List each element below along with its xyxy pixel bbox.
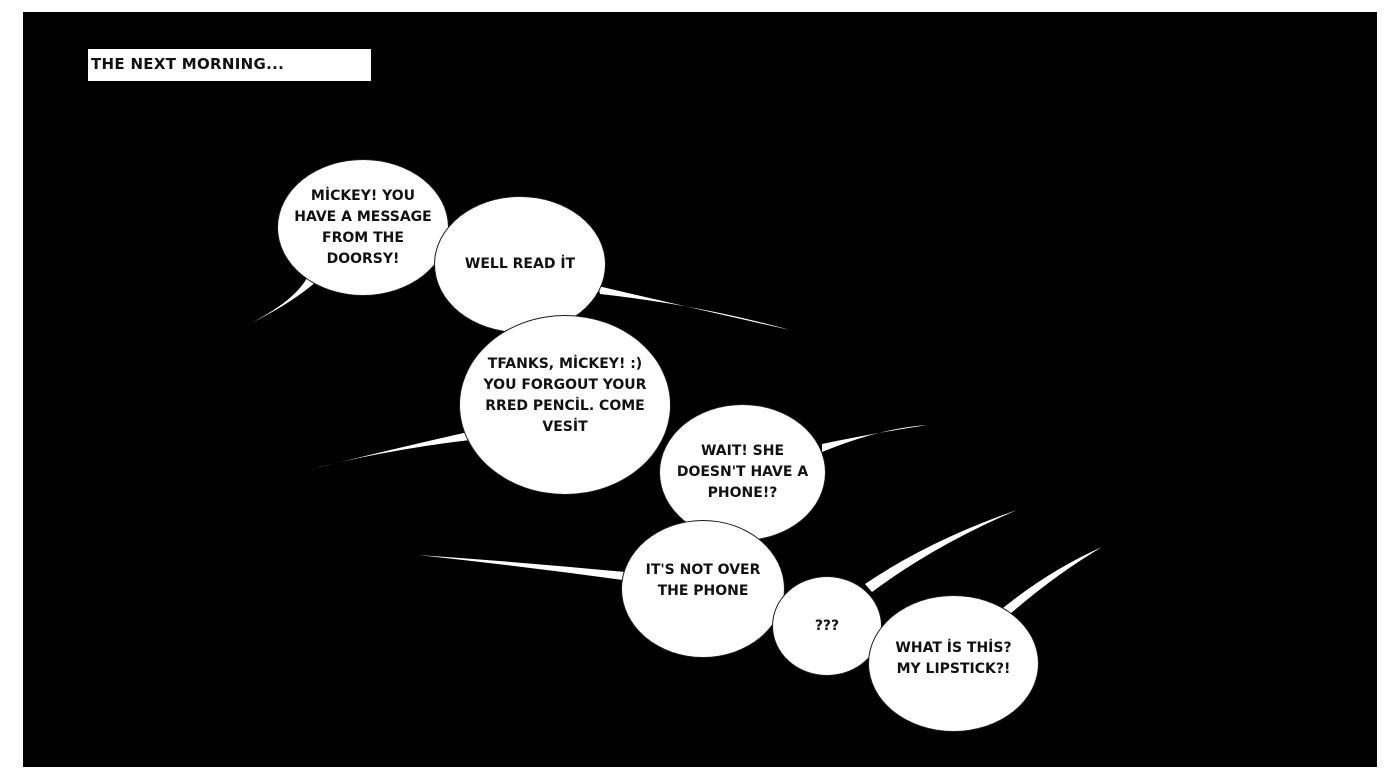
bubble-3-text: TFANKS, MİCKEY! :) YOU FORGOUT YOUR RRED… [483,356,647,435]
bubble-tail-4 [822,425,928,452]
bubble-tail-3 [308,432,470,470]
speech-bubble-7: WHAT İS THİS? MY LIPSTICK?! [869,596,1038,731]
bubble-tail-6 [865,510,1017,592]
bubble-1-text: MİCKEY! YOU HAVE A MESSAGE FROM THE DOOR… [294,187,432,267]
bubble-5-text: IT'S NOT OVER THE PHONE [645,562,761,599]
bubble-7-text: WHAT İS THİS? MY LIPSTICK?! [895,639,1012,677]
speech-bubble-6: ??? [773,577,881,675]
bubble-tail-2 [598,286,790,330]
speech-bubble-5: IT'S NOT OVER THE PHONE [622,521,784,657]
speech-bubble-1: MİCKEY! YOU HAVE A MESSAGE FROM THE DOOR… [278,160,448,295]
bubble-tail-7 [1003,547,1102,614]
bubble-6-text: ??? [814,617,840,634]
narration-caption-box: THE NEXT MORNING... [88,49,371,81]
bubble-tail-1 [243,276,318,327]
bubble-4-text: WAIT! SHE DOESN'T HAVE A PHONE!? [676,443,809,501]
speech-bubble-2: WELL READ İT [435,197,605,332]
bubble-2-text: WELL READ İT [464,256,576,272]
caption-text: THE NEXT MORNING... [91,55,285,73]
speech-bubble-4: WAIT! SHE DOESN'T HAVE A PHONE!? [660,405,825,540]
bubble-tail-5 [418,555,625,580]
speech-bubble-3: TFANKS, MİCKEY! :) YOU FORGOUT YOUR RRED… [460,316,670,494]
